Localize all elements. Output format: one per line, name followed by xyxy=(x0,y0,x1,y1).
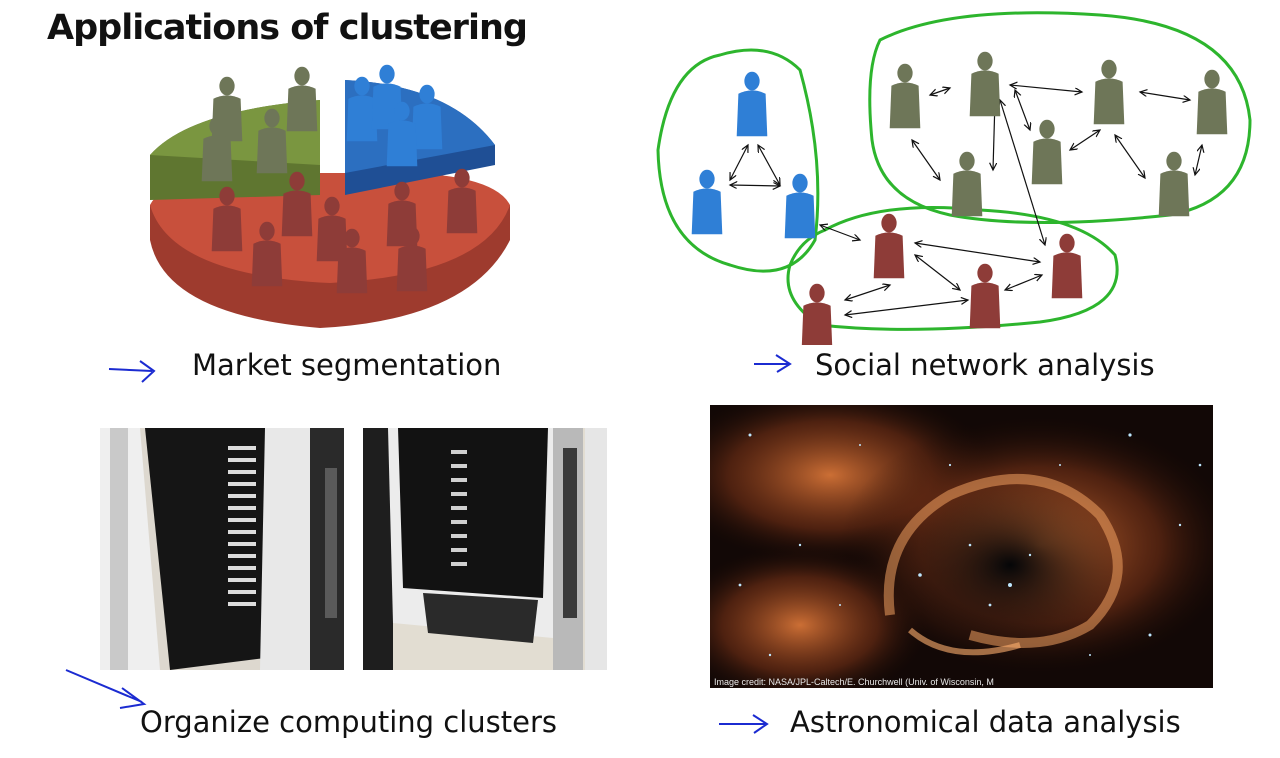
social-network-caption: Social network analysis xyxy=(815,348,1155,382)
social-arrow-annotation xyxy=(750,350,795,378)
market-arrow-annotation xyxy=(104,355,164,385)
server-rack-photo-right xyxy=(363,428,607,670)
computing-clusters-caption: Organize computing clusters xyxy=(140,705,558,739)
market-segmentation-pie-illustration xyxy=(140,55,520,340)
image-credit: Image credit: NASA/JPL-Caltech/E. Church… xyxy=(714,677,994,687)
market-segmentation-caption: Market segmentation xyxy=(192,348,502,382)
computing-arrow-annotation xyxy=(62,664,152,712)
nebula-photo: Image credit: NASA/JPL-Caltech/E. Church… xyxy=(710,405,1213,688)
social-network-illustration xyxy=(650,0,1270,345)
slide-title: Applications of clustering xyxy=(47,8,528,48)
server-rack-photo-left xyxy=(100,428,344,670)
astronomical-data-caption: Astronomical data analysis xyxy=(790,705,1181,739)
astro-arrow-annotation xyxy=(715,708,775,738)
